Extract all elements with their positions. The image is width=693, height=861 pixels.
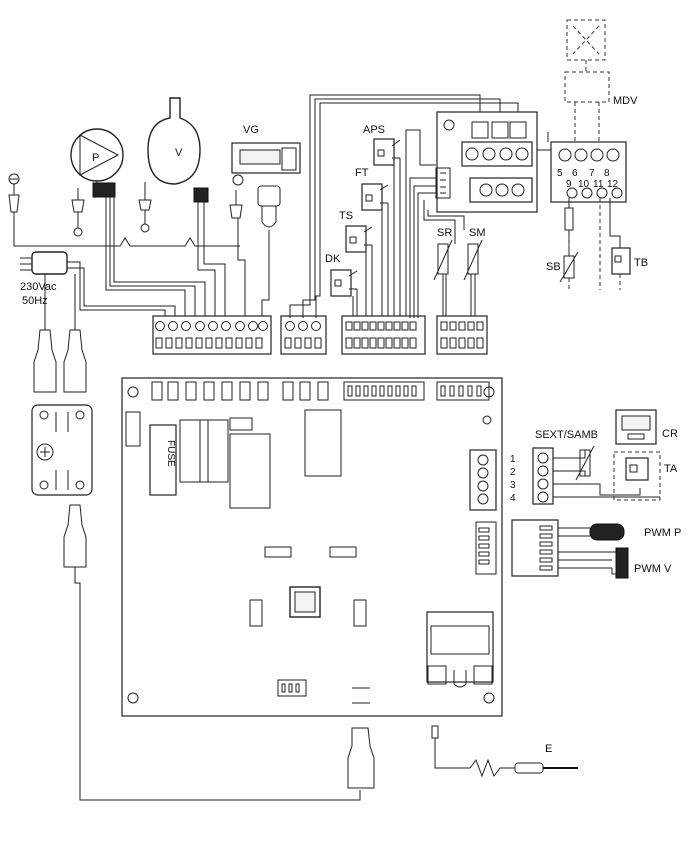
- sm-label: SM: [469, 227, 486, 239]
- sensor-switches: APS FT TS DK: [325, 124, 407, 318]
- pump-label: P: [92, 152, 99, 164]
- pump-connector: [92, 182, 116, 198]
- mains-plug: 230Vac 50Hz: [20, 251, 68, 307]
- sr-label: SR: [437, 227, 452, 239]
- pwm-v-label: PWM V: [634, 563, 672, 575]
- ground-symbol: [73, 227, 83, 237]
- terminal-7: 7: [589, 168, 595, 179]
- ground-symbol: [140, 223, 150, 233]
- gas-valve-label: VG: [243, 124, 259, 136]
- ignition-module: [426, 611, 494, 683]
- terminal-block-left: [152, 315, 272, 355]
- gas-valve-symbol: VG: [229, 124, 301, 228]
- mains-frequency-label: 50Hz: [22, 295, 48, 307]
- mdv-label: MDV: [613, 95, 638, 107]
- fuse-holder: [149, 424, 177, 496]
- sext-samb-label: SEXT/SAMB: [535, 429, 598, 441]
- mains-voltage-label: 230Vac: [20, 281, 57, 293]
- connector-plate: [31, 404, 93, 496]
- mains-connectors: [31, 274, 361, 801]
- terminal-4: 4: [510, 493, 516, 504]
- terminal-1: 1: [510, 454, 516, 465]
- terminal-block-middle: [341, 315, 426, 355]
- main-pcb: FUSE: [121, 377, 503, 717]
- wiring-left: [13, 197, 270, 318]
- pump-symbol: P: [70, 128, 124, 237]
- mains-ground: [8, 173, 20, 240]
- microcontroller: [289, 586, 321, 618]
- fan-symbol: V: [138, 97, 209, 233]
- pwm-p-plug: [589, 523, 625, 541]
- electrode-label: E: [545, 743, 552, 755]
- sb-label: SB: [546, 261, 561, 273]
- electrode-group: E: [347, 725, 578, 789]
- fan-connector: [193, 187, 209, 203]
- terminal-11: 11: [593, 179, 604, 190]
- dk-label: DK: [325, 253, 341, 265]
- terminal-6: 6: [572, 168, 578, 179]
- ts-label: TS: [339, 210, 353, 222]
- tb-label: TB: [634, 257, 648, 269]
- temperature-sensors: SR SM: [423, 200, 486, 318]
- ta-label: TA: [664, 463, 678, 475]
- pwm-connectors: PWM P PWM V: [511, 519, 681, 579]
- fuse-label: FUSE: [165, 440, 176, 467]
- terminal-block-three: [280, 94, 519, 355]
- terminal-2: 2: [510, 467, 516, 478]
- pwm-v-plug: [615, 547, 629, 579]
- terminal-5: 5: [557, 168, 563, 179]
- terminal-8: 8: [604, 168, 610, 179]
- upper-terminal-board: [405, 111, 538, 318]
- aps-label: APS: [363, 124, 385, 136]
- sext-samb-block: SEXT/SAMB 1 2 3 4 CR TA: [510, 409, 678, 505]
- terminal-block-right: [436, 315, 488, 355]
- cr-label: CR: [662, 428, 678, 440]
- mdv-group: MDV 5 6 7 8 9 10 11 12 SB TB: [537, 19, 648, 290]
- fan-label: V: [175, 147, 183, 159]
- ft-label: FT: [355, 167, 369, 179]
- terminal-10: 10: [578, 179, 590, 190]
- terminal-9: 9: [566, 179, 572, 190]
- terminal-3: 3: [510, 480, 516, 491]
- terminal-12: 12: [607, 179, 619, 190]
- pwm-p-label: PWM P: [644, 527, 681, 539]
